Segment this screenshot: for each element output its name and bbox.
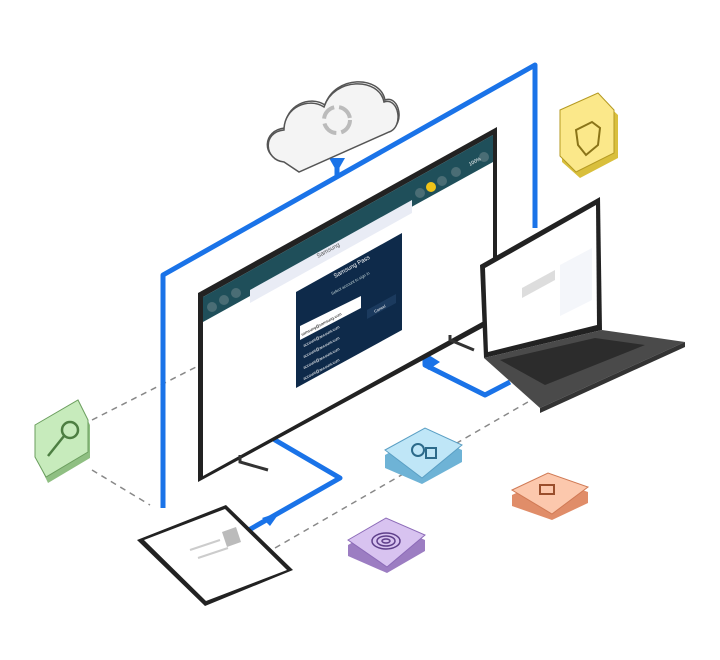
- fingerprint-icon: [347, 517, 426, 573]
- tv: 100% Samsung Samsung Pass Select account…: [198, 127, 497, 482]
- account-selected[interactable]: [300, 296, 361, 340]
- cancel-label: Cancel: [373, 303, 386, 313]
- lock-icon: [510, 472, 590, 520]
- tablet: [137, 505, 293, 606]
- cloud-sync-icon: [266, 81, 400, 173]
- zoom-level: 100%: [468, 156, 483, 168]
- keyboard: [500, 338, 645, 385]
- arrow-icon: [262, 512, 280, 526]
- address-bar: [250, 200, 412, 303]
- cancel-button[interactable]: [367, 294, 396, 319]
- shield-icon: [559, 92, 618, 178]
- laptop: [480, 197, 685, 413]
- browser-toolbar: [203, 135, 493, 322]
- dashed-connectors: [91, 364, 541, 549]
- tv-stand: [238, 455, 269, 472]
- browser-nav-buttons: [207, 152, 489, 312]
- tv-stand: [448, 335, 475, 352]
- key-icon: [34, 399, 90, 483]
- person-icon: [384, 427, 463, 484]
- arrow-down-icon: [329, 158, 345, 172]
